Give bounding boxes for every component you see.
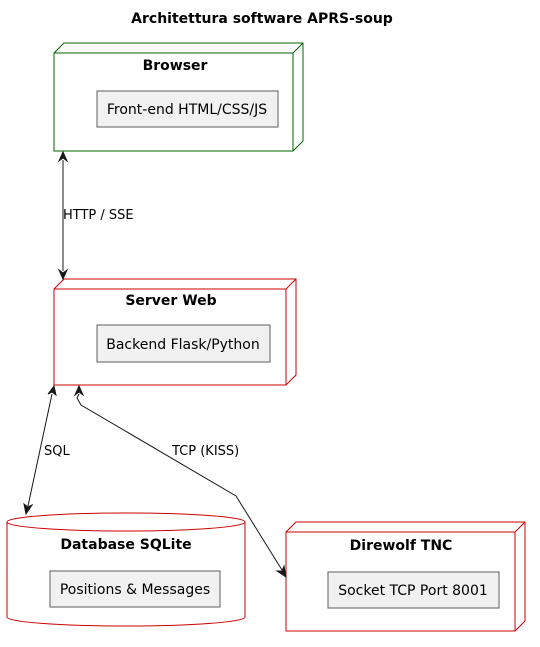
edge-server-direwolf-line <box>76 393 283 571</box>
node-browser-label: Browser <box>143 58 208 74</box>
component-socket-tcp-label: Socket TCP Port 8001 <box>338 583 488 599</box>
component-backend-label: Backend Flask/Python <box>106 337 259 353</box>
component-backend <box>96 324 271 363</box>
edge-server-direwolf: TCP (KISS) <box>73 384 287 579</box>
arrowhead-up <box>47 384 57 397</box>
arrowhead-down <box>57 268 69 281</box>
node-database-label: Database SQLite <box>60 537 191 553</box>
component-frontend <box>96 90 279 128</box>
arrowhead-down <box>275 564 287 579</box>
node-direwolf-label: Direwolf TNC <box>350 538 453 554</box>
edge-server-database-label: SQL <box>44 444 70 459</box>
node-browser: Browser Front-end HTML/CSS/JS <box>53 42 304 152</box>
node-database-shape <box>6 512 246 627</box>
edge-server-direwolf-label: TCP (KISS) <box>171 444 239 459</box>
node-database: Database SQLite Positions & Messages <box>6 512 246 627</box>
node-server-label: Server Web <box>125 293 216 309</box>
node-server: Server Web Backend Flask/Python <box>53 278 297 386</box>
arrowhead-up <box>73 384 85 397</box>
edge-server-database-line <box>27 393 53 507</box>
component-frontend-label: Front-end HTML/CSS/JS <box>107 102 267 118</box>
edge-server-database: SQL <box>23 384 70 516</box>
component-positions-messages <box>49 570 221 608</box>
arrowhead-down <box>23 502 34 516</box>
arrowhead-up <box>57 150 69 163</box>
node-database-top-rim <box>6 521 246 532</box>
component-positions-messages-label: Positions & Messages <box>60 582 210 598</box>
node-direwolf: Direwolf TNC Socket TCP Port 8001 <box>285 521 526 632</box>
component-socket-tcp <box>327 571 500 609</box>
diagram-title: Architettura software APRS-soup <box>131 11 393 27</box>
edge-browser-server: HTTP / SSE <box>57 150 134 281</box>
edge-browser-server-label: HTTP / SSE <box>63 208 134 223</box>
